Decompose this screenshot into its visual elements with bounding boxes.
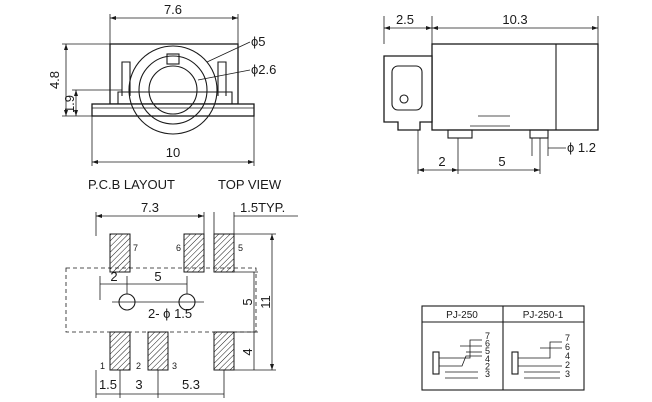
schematic-header-left: PJ-250 xyxy=(446,310,478,321)
pad-label-2: 2 xyxy=(136,361,141,371)
dim-pcb-5: 5 xyxy=(154,269,161,284)
dim-top-height: 4.8 xyxy=(47,71,62,89)
schematic-pin-left-0: 7 xyxy=(485,331,490,341)
dim-pcb-2: 2 xyxy=(110,269,117,284)
dim-side-5: 5 xyxy=(498,154,505,169)
side-view: 2.5 10.3 2 5 ϕ 1.2 xyxy=(383,12,599,174)
dim-holes: 2- ϕ 1.5 xyxy=(148,306,192,321)
pad-label-6: 6 xyxy=(176,243,181,253)
schematic-pin-right-0: 7 xyxy=(565,333,570,343)
schematic-pin-right-3: 2 xyxy=(565,360,570,370)
dim-phi5: ϕ5 xyxy=(251,34,266,49)
dim-phi26: ϕ2.6 xyxy=(251,62,276,77)
dim-3: 3 xyxy=(135,377,142,392)
dim-2-5: 2.5 xyxy=(396,12,414,27)
dim-phi12: ϕ 1.2 xyxy=(567,140,596,155)
dim-10: 10 xyxy=(166,145,180,160)
dim-v5: 5 xyxy=(240,298,255,305)
pcb-layout: 7.3 1.5TYP. 7 6 5 1 2 3 2 5 2- ϕ 1.5 xyxy=(65,200,298,398)
pad-label-3: 3 xyxy=(172,361,177,371)
schematic-pin-left-2: 5 xyxy=(485,346,490,356)
dim-10-3: 10.3 xyxy=(502,12,527,27)
dim-7-3: 7.3 xyxy=(141,200,159,215)
caption-top-view: TOP VIEW xyxy=(218,177,282,192)
schematic-pin-left-3: 4 xyxy=(485,354,490,364)
schematic-pin-right-4: 3 xyxy=(565,369,570,379)
dim-top-width: 7.6 xyxy=(164,2,182,17)
dim-1-5: 1.5 xyxy=(99,377,117,392)
pad-label-7: 7 xyxy=(133,243,138,253)
schematic-table: PJ-250 PJ-250-1 xyxy=(421,305,585,391)
schematic-header-right: PJ-250-1 xyxy=(523,310,564,321)
dim-1-9: 1.9 xyxy=(62,95,77,113)
caption-pcb-layout: P.C.B LAYOUT xyxy=(88,177,175,192)
pad-label-5: 5 xyxy=(238,243,243,253)
dim-11: 11 xyxy=(258,295,273,309)
schematic-pin-right-2: 4 xyxy=(565,351,570,361)
schematic-pin-left-1: 6 xyxy=(485,339,490,349)
pad-label-1: 1 xyxy=(100,361,105,371)
dim-side-2: 2 xyxy=(438,154,445,169)
dim-5-3: 5.3 xyxy=(182,377,200,392)
top-view: 7.6 ϕ5 ϕ2.6 4.8 1.9 xyxy=(47,2,276,166)
dim-v4: 4 xyxy=(240,348,255,355)
dim-1-5-typ: 1.5TYP. xyxy=(240,200,285,215)
schematic-pin-left-5: 3 xyxy=(485,369,490,379)
schematic-pin-right-1: 6 xyxy=(565,342,570,352)
schematic-pin-left-4: 2 xyxy=(485,361,490,371)
